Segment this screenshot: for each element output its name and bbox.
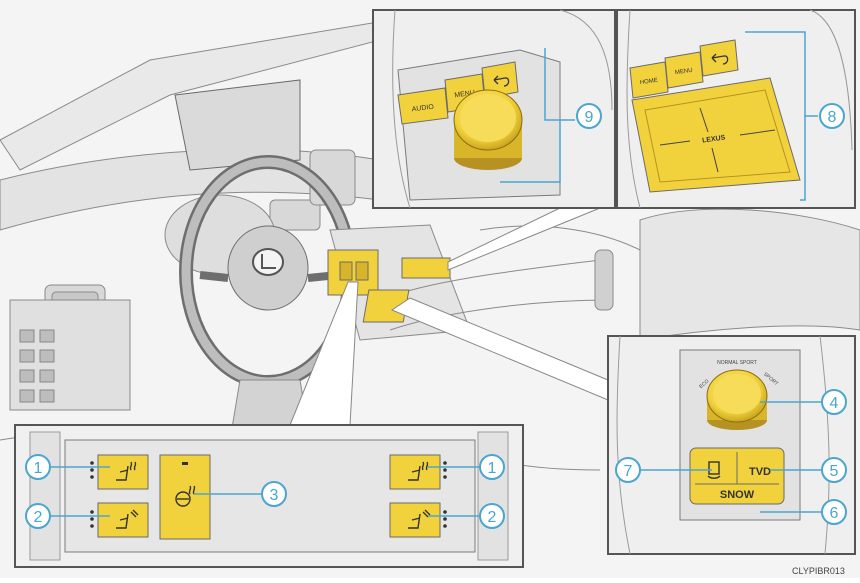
image-code: CLYPIBR013 [792,566,845,576]
callout-7: 7 [616,458,640,482]
inset-drive-mode: ECO NORMAL SPORT SPORT SNOW TVD [608,336,855,554]
audio-button[interactable]: AUDIO [398,88,448,124]
svg-text:1: 1 [34,460,43,477]
svg-text:5: 5 [830,463,839,480]
callout-8: 8 [820,104,844,128]
callout-6: 6 [822,500,846,524]
back-button-touchpad[interactable] [700,40,738,76]
tvd-label: TVD [749,466,771,478]
right-seat-ventilation-switch[interactable] [390,503,440,537]
lexus-emblem [253,249,283,275]
right-seat-heater-switch[interactable] [390,455,440,489]
svg-text:6: 6 [830,505,839,522]
drive-mode-select-knob[interactable] [707,370,767,430]
steering-heater-switch[interactable] [160,455,210,539]
home-button[interactable]: HOME [630,62,668,98]
left-seat-heater-switch[interactable] [98,455,148,489]
left-seat-ventilation-switch[interactable] [98,503,148,537]
snow-label: SNOW [720,489,755,501]
svg-text:3: 3 [270,487,279,504]
dial-mark-normal: NORMAL SPORT [717,360,757,366]
callout-1-left: 1 [26,455,50,479]
svg-text:1: 1 [488,460,497,477]
callout-4: 4 [822,390,846,414]
callout-1-right: 1 [480,455,504,479]
svg-text:8: 8 [828,109,837,126]
air-vent-center [270,200,320,230]
svg-text:7: 7 [624,463,633,480]
inset-touchpad: HOME MENU LEXUS 8 [617,10,855,208]
svg-text:4: 4 [830,395,839,412]
callout-3: 3 [262,482,286,506]
callout-5: 5 [822,458,846,482]
menu-button-touchpad[interactable]: MENU [665,52,703,88]
inset-remote-touch-knob: AUDIO MENU 9 [373,10,615,208]
remote-touch-knob[interactable] [454,90,522,170]
tvd-switch[interactable]: TVD [749,466,771,478]
svg-text:9: 9 [585,109,594,126]
svg-text:2: 2 [34,509,43,526]
callout-2-left: 2 [26,504,50,528]
inset-seat-switches: 1 2 3 1 2 [15,425,523,567]
callout-9: 9 [577,104,601,128]
callout-2-right: 2 [480,504,504,528]
svg-text:2: 2 [488,509,497,526]
